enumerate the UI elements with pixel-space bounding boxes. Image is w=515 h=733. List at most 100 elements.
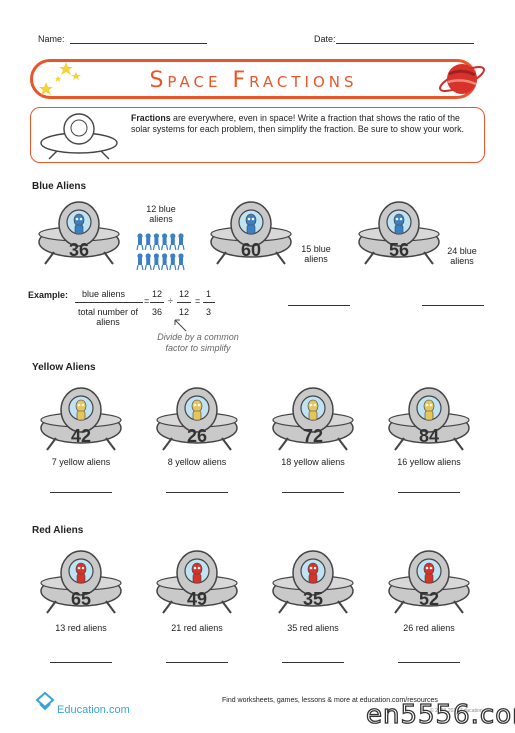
blue-alien-body — [162, 238, 167, 245]
blue-alien-mark — [153, 253, 159, 259]
red-ufo-number: 35 — [302, 589, 324, 609]
blue-alien-mark — [145, 233, 151, 239]
yellow-caption-3: 18 yellow aliens — [281, 457, 345, 467]
blue-ufo-number: 56 — [388, 240, 410, 260]
red-ufo-number: 49 — [186, 589, 208, 609]
blue-alien-mark — [162, 233, 168, 239]
watermark: en5556.com — [365, 699, 515, 730]
page-title: Space Fractions — [149, 68, 358, 93]
blue-alien-body — [170, 238, 175, 245]
yellow-ufo-number: 26 — [186, 426, 208, 446]
footer-text: Find worksheets, games, lessons & more a… — [222, 697, 438, 704]
fraction2-numerator: 12 — [179, 289, 190, 299]
intro-body: are everywhere, even in space! Write a f… — [131, 113, 464, 134]
blue-alien-body — [146, 258, 151, 265]
copyright: © 2013-2014 Education.com — [430, 708, 494, 714]
red-ufo-number: 52 — [418, 589, 440, 609]
fraction1-numerator: 12 — [152, 289, 163, 299]
blue-ufo-1: 36 — [36, 198, 122, 276]
example-fraction-bar — [75, 302, 143, 303]
yellow-ufo-number: 84 — [418, 426, 440, 446]
fraction2-bar — [177, 302, 191, 303]
blue-alien-body — [179, 238, 183, 245]
blue-alien-body — [179, 258, 183, 265]
name-field[interactable] — [70, 43, 207, 44]
example-label: Example: — [28, 290, 69, 300]
red-answer-1[interactable] — [50, 662, 112, 663]
blue-ufo-number: 36 — [68, 240, 90, 260]
fraction3-bar — [203, 302, 215, 303]
yellow-heading: Yellow Aliens — [32, 362, 96, 373]
blue-alien-mark — [162, 253, 168, 259]
yellow-ufo-number: 42 — [70, 426, 92, 446]
name-label: Name: — [38, 34, 65, 44]
red-caption-1: 13 red aliens — [55, 623, 107, 633]
intro-lead: Fractions — [131, 113, 171, 123]
intro-box: Fractions are everywhere, even in space!… — [30, 107, 485, 163]
blue-alien-mark — [153, 233, 159, 239]
blue-ufo-3: 56 — [356, 198, 442, 276]
red-answer-2[interactable] — [166, 662, 228, 663]
blue-ufo-2: 60 — [208, 198, 294, 276]
blue-caption-3: 24 blue aliens — [447, 246, 477, 266]
stars-icon — [39, 62, 81, 95]
example-note: Divide by a common factor to simplify — [157, 332, 239, 353]
fraction3-denominator: 3 — [206, 307, 212, 317]
yellow-ufo-4: 84 — [386, 384, 472, 462]
red-ufo-2: 49 — [154, 547, 240, 625]
example-numerator-text: blue aliens — [82, 289, 126, 299]
blue-answer-3[interactable] — [422, 305, 484, 306]
blue-alien-body — [154, 258, 159, 265]
ufo-icon — [40, 113, 118, 160]
blue-alien-mark — [137, 253, 143, 259]
fraction1-denominator: 36 — [152, 307, 163, 317]
red-ufo-1: 65 — [38, 547, 124, 625]
blue-answer-2[interactable] — [288, 305, 350, 306]
blue-alien-mark — [170, 253, 176, 259]
red-ufo-4: 52 — [386, 547, 472, 625]
equals-sign: = — [144, 296, 150, 306]
title-banner: Space Fractions — [30, 59, 477, 99]
blue-alien-body — [146, 238, 151, 245]
divide-sign: ÷ — [168, 296, 173, 306]
red-caption-4: 26 red aliens — [403, 623, 455, 633]
date-field[interactable] — [336, 43, 474, 44]
example-denominator-text: total number of aliens — [77, 307, 139, 327]
arrow-icon — [174, 319, 187, 332]
yellow-answer-2[interactable] — [166, 492, 228, 493]
blue-alien-mark — [170, 233, 176, 239]
blue-alien-mark — [178, 233, 184, 239]
blue-alien-body — [138, 238, 142, 245]
yellow-ufo-number: 72 — [302, 426, 324, 446]
blue-alien-mark — [145, 253, 151, 259]
red-caption-3: 35 red aliens — [287, 623, 339, 633]
yellow-answer-1[interactable] — [50, 492, 112, 493]
fraction1-bar — [150, 302, 164, 303]
blue-aliens-icon — [136, 233, 185, 271]
blue-caption-1: 12 blue aliens — [146, 204, 176, 224]
blue-caption-2: 15 blue aliens — [301, 244, 331, 264]
blue-ufo-number: 60 — [240, 240, 262, 260]
date-label: Date: — [314, 34, 336, 44]
blue-alien-body — [162, 258, 167, 265]
yellow-ufo-3: 72 — [270, 384, 356, 462]
red-answer-4[interactable] — [398, 662, 460, 663]
blue-alien-body — [138, 258, 142, 265]
yellow-ufo-2: 26 — [154, 384, 240, 462]
blue-alien-body — [170, 258, 175, 265]
intro-text: Fractions are everywhere, even in space!… — [131, 113, 477, 135]
red-answer-3[interactable] — [282, 662, 344, 663]
yellow-ufo-1: 42 — [38, 384, 124, 462]
yellow-caption-1: 7 yellow aliens — [51, 457, 111, 467]
education-brand[interactable]: Education.com — [57, 704, 130, 716]
equals-sign-2: = — [195, 296, 201, 306]
fraction3-numerator: 1 — [206, 289, 212, 299]
yellow-answer-4[interactable] — [398, 492, 460, 493]
yellow-caption-4: 16 yellow aliens — [397, 457, 461, 467]
red-ufo-number: 65 — [70, 589, 92, 609]
blue-alien-mark — [137, 233, 143, 239]
fraction2-denominator: 12 — [179, 307, 190, 317]
yellow-caption-2: 8 yellow aliens — [167, 457, 227, 467]
yellow-answer-3[interactable] — [282, 492, 344, 493]
planet-icon — [439, 64, 485, 94]
